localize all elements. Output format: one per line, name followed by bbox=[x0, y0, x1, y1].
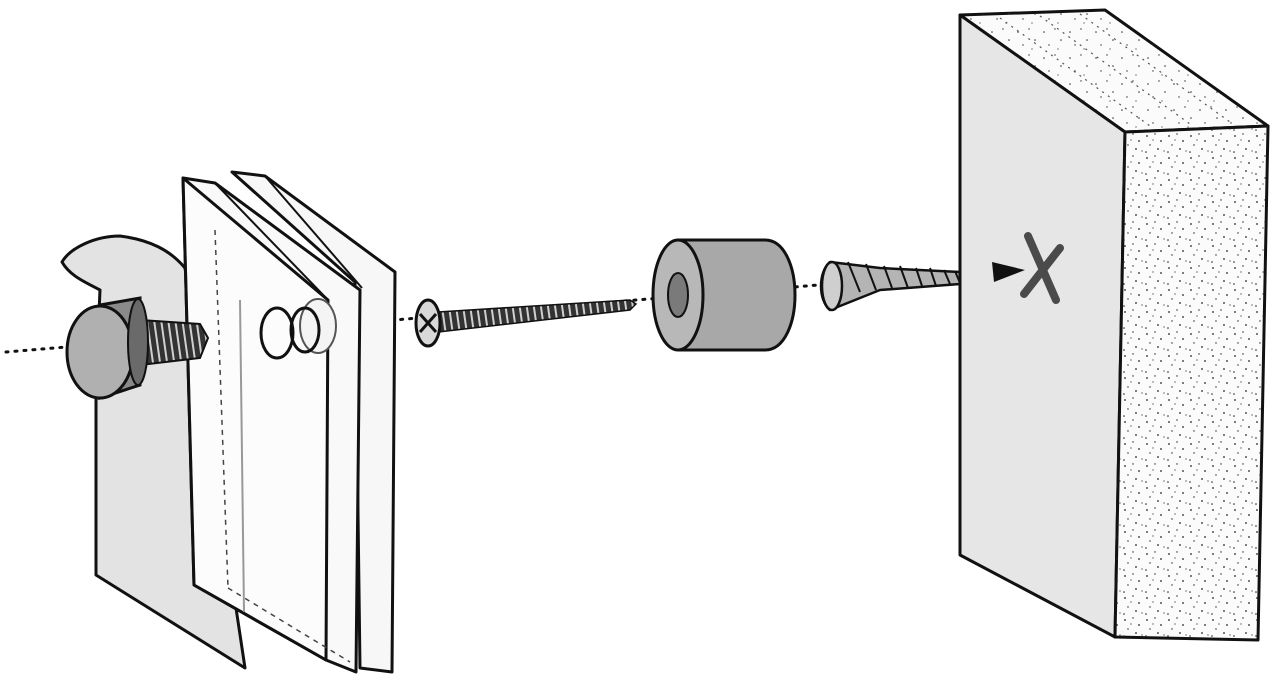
direction-arrow-icon bbox=[992, 262, 1025, 282]
x-mark-icon bbox=[1020, 232, 1064, 304]
washer-icon bbox=[259, 298, 337, 360]
standoff-icon bbox=[651, 238, 797, 352]
acrylic-panel-icon bbox=[181, 170, 397, 674]
wall-plug-icon bbox=[819, 260, 978, 312]
wall-icon bbox=[958, 8, 1270, 642]
screw-icon bbox=[414, 298, 638, 348]
cap-nut-icon bbox=[65, 296, 210, 401]
